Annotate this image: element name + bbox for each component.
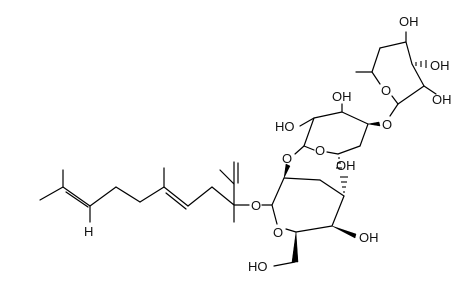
ring3-c3-hash	[415, 60, 427, 68]
sugar-ring-2: O HO OH O	[275, 89, 392, 169]
sugar-ring-3: O OH OH OH	[355, 14, 452, 117]
ring1-c4-hydroxyl-label: OH	[359, 230, 379, 245]
terpene-chain: H	[39, 161, 250, 239]
ring2-oxygen-label: O	[315, 143, 325, 158]
ring3-c2-hydroxyl-label: OH	[432, 92, 452, 107]
ring3-oxygen-label: O	[381, 83, 391, 98]
sugar-ring-1: O O HO OH OH O	[248, 151, 379, 274]
ring2-c3-hydroxyl-label: OH	[332, 89, 352, 104]
alkene-h-label: H	[84, 224, 93, 239]
link-oxygen-1-label: O	[282, 151, 292, 166]
ring1-oxygen-label: O	[273, 225, 283, 240]
ring3-c3-hydroxyl-label: OH	[430, 58, 450, 73]
ring1-c3-hash	[340, 176, 348, 193]
glycosidic-oxygen-label: O	[251, 198, 261, 213]
ring1-c3-hydroxyl-label: OH	[336, 158, 356, 173]
ring3-c4-hydroxyl-label: OH	[399, 14, 419, 29]
ring2-c2-hydroxyl-label: HO	[275, 119, 295, 134]
ring1-hydroxymethyl-label: HO	[248, 259, 268, 274]
link-oxygen-2-label: O	[382, 117, 392, 132]
